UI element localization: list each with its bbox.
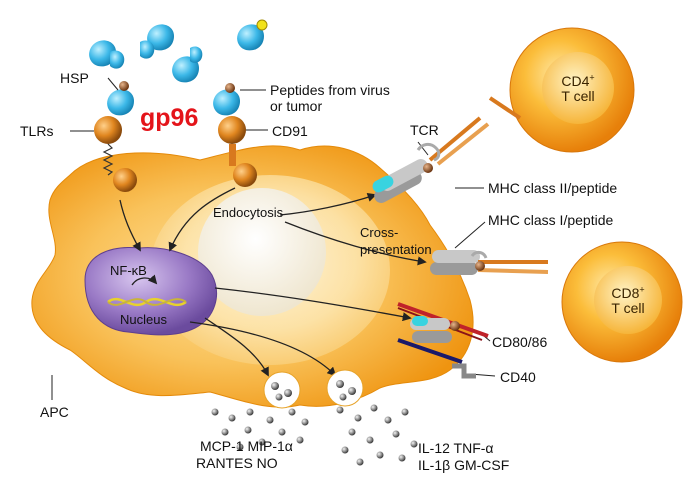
vesicle-left — [263, 371, 301, 409]
label-peptides-line2: or tumor — [270, 98, 323, 114]
peptide-dot-hsp — [119, 81, 129, 91]
label-endocytosis: Endocytosis — [213, 205, 284, 220]
endocytosis-arrows — [119, 187, 427, 377]
nfkb-arrow — [131, 274, 158, 286]
mhc-class-ii-complex — [372, 116, 490, 203]
dna-helix — [107, 297, 187, 307]
label-cytokines-right-2: IL-1β GM-CSF — [418, 457, 510, 473]
hsp-molecules — [89, 24, 264, 116]
label-cytokines-left-2: RANTES NO — [196, 455, 278, 471]
tlr-receptor — [94, 116, 137, 192]
label-pointer-lines — [51, 77, 496, 400]
peptide-dot-cd91 — [225, 83, 235, 93]
cd91-receptor — [218, 116, 257, 187]
label-mhc-class-i: MHC class I/peptide — [488, 212, 614, 228]
cd8-t-cell — [561, 241, 683, 363]
label-cytokines-left-1: MCP-1 MIP-1α — [200, 438, 293, 454]
label-cytokines-right-1: IL-12 TNF-α — [418, 440, 494, 456]
endosome-vacuole — [198, 188, 326, 316]
label-gp96: gp96 — [140, 104, 199, 132]
label-cd4-t-cell: CD4+ T cell — [561, 72, 595, 104]
label-mhc-class-ii: MHC class II/peptide — [488, 180, 618, 196]
cd4-t-cell — [488, 27, 635, 153]
peptide-dot-yellow — [256, 19, 268, 31]
label-peptides-line1: Peptides from virus — [270, 82, 390, 98]
label-cd8-t-cell: CD8+ T cell — [611, 284, 645, 316]
label-apc: APC — [40, 404, 69, 420]
mhc-class-i-complex — [430, 250, 549, 275]
label-tlrs: TLRs — [20, 123, 54, 139]
label-cross-line1: Cross- — [360, 225, 399, 240]
cytokine-dots — [211, 380, 418, 466]
label-hsp: HSP — [60, 70, 89, 86]
label-cd80-86: CD80/86 — [492, 334, 548, 350]
label-nucleus: Nucleus — [120, 312, 167, 327]
label-cross-line2: presentation — [360, 242, 432, 257]
label-cd91: CD91 — [272, 123, 308, 139]
label-nfkb: NF-κB — [110, 263, 147, 278]
nucleus-shape — [84, 246, 217, 336]
label-cd40: CD40 — [500, 369, 536, 385]
costim-molecules — [397, 302, 489, 379]
vesicle-right — [326, 369, 364, 407]
label-tcr: TCR — [410, 122, 439, 138]
